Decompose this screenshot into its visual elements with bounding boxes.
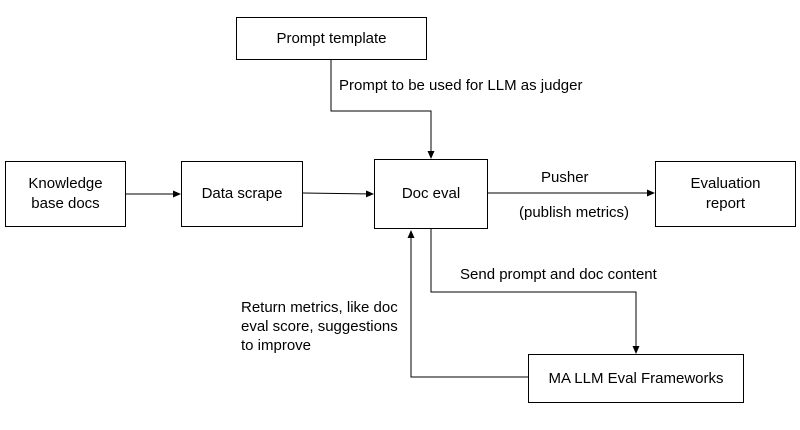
- doc-eval-box: Doc eval: [374, 159, 488, 229]
- arrow-doc-eval-to-llm: [430, 229, 640, 354]
- pusher-label: Pusher: [541, 169, 589, 186]
- llm-eval-frameworks-box: MA LLM Eval Frameworks: [528, 354, 744, 403]
- publish-metrics-label: (publish metrics): [519, 204, 630, 221]
- return-metrics-label: Return metrics, like doc eval score, sug…: [241, 299, 398, 354]
- prompt-template-label: Prompt template: [276, 29, 387, 47]
- data-scrape-box: Data scrape: [181, 161, 303, 227]
- prompt-template-box: Prompt template: [236, 17, 427, 60]
- doc-eval-label: Doc eval: [401, 185, 461, 202]
- send-prompt-label: Send prompt and doc content: [460, 266, 657, 283]
- evaluation-report-box: Evaluation report: [655, 161, 796, 227]
- knowledge-base-box: Knowledge base docs: [5, 161, 126, 227]
- arrow-scrape-to-doc-eval: [302, 190, 374, 198]
- data-scrape-label: Data scrape: [201, 185, 283, 202]
- arrow-prompt-to-doc-eval: [330, 60, 435, 159]
- knowledge-base-label: Knowledge base docs: [28, 175, 103, 212]
- evaluation-report-label: Evaluation report: [690, 175, 761, 212]
- llm-eval-frameworks-label: MA LLM Eval Frameworks: [548, 369, 724, 387]
- prompt-usage-label: Prompt to be used for LLM as judger: [339, 77, 583, 94]
- arrow-llm-to-doc-eval: [407, 230, 528, 378]
